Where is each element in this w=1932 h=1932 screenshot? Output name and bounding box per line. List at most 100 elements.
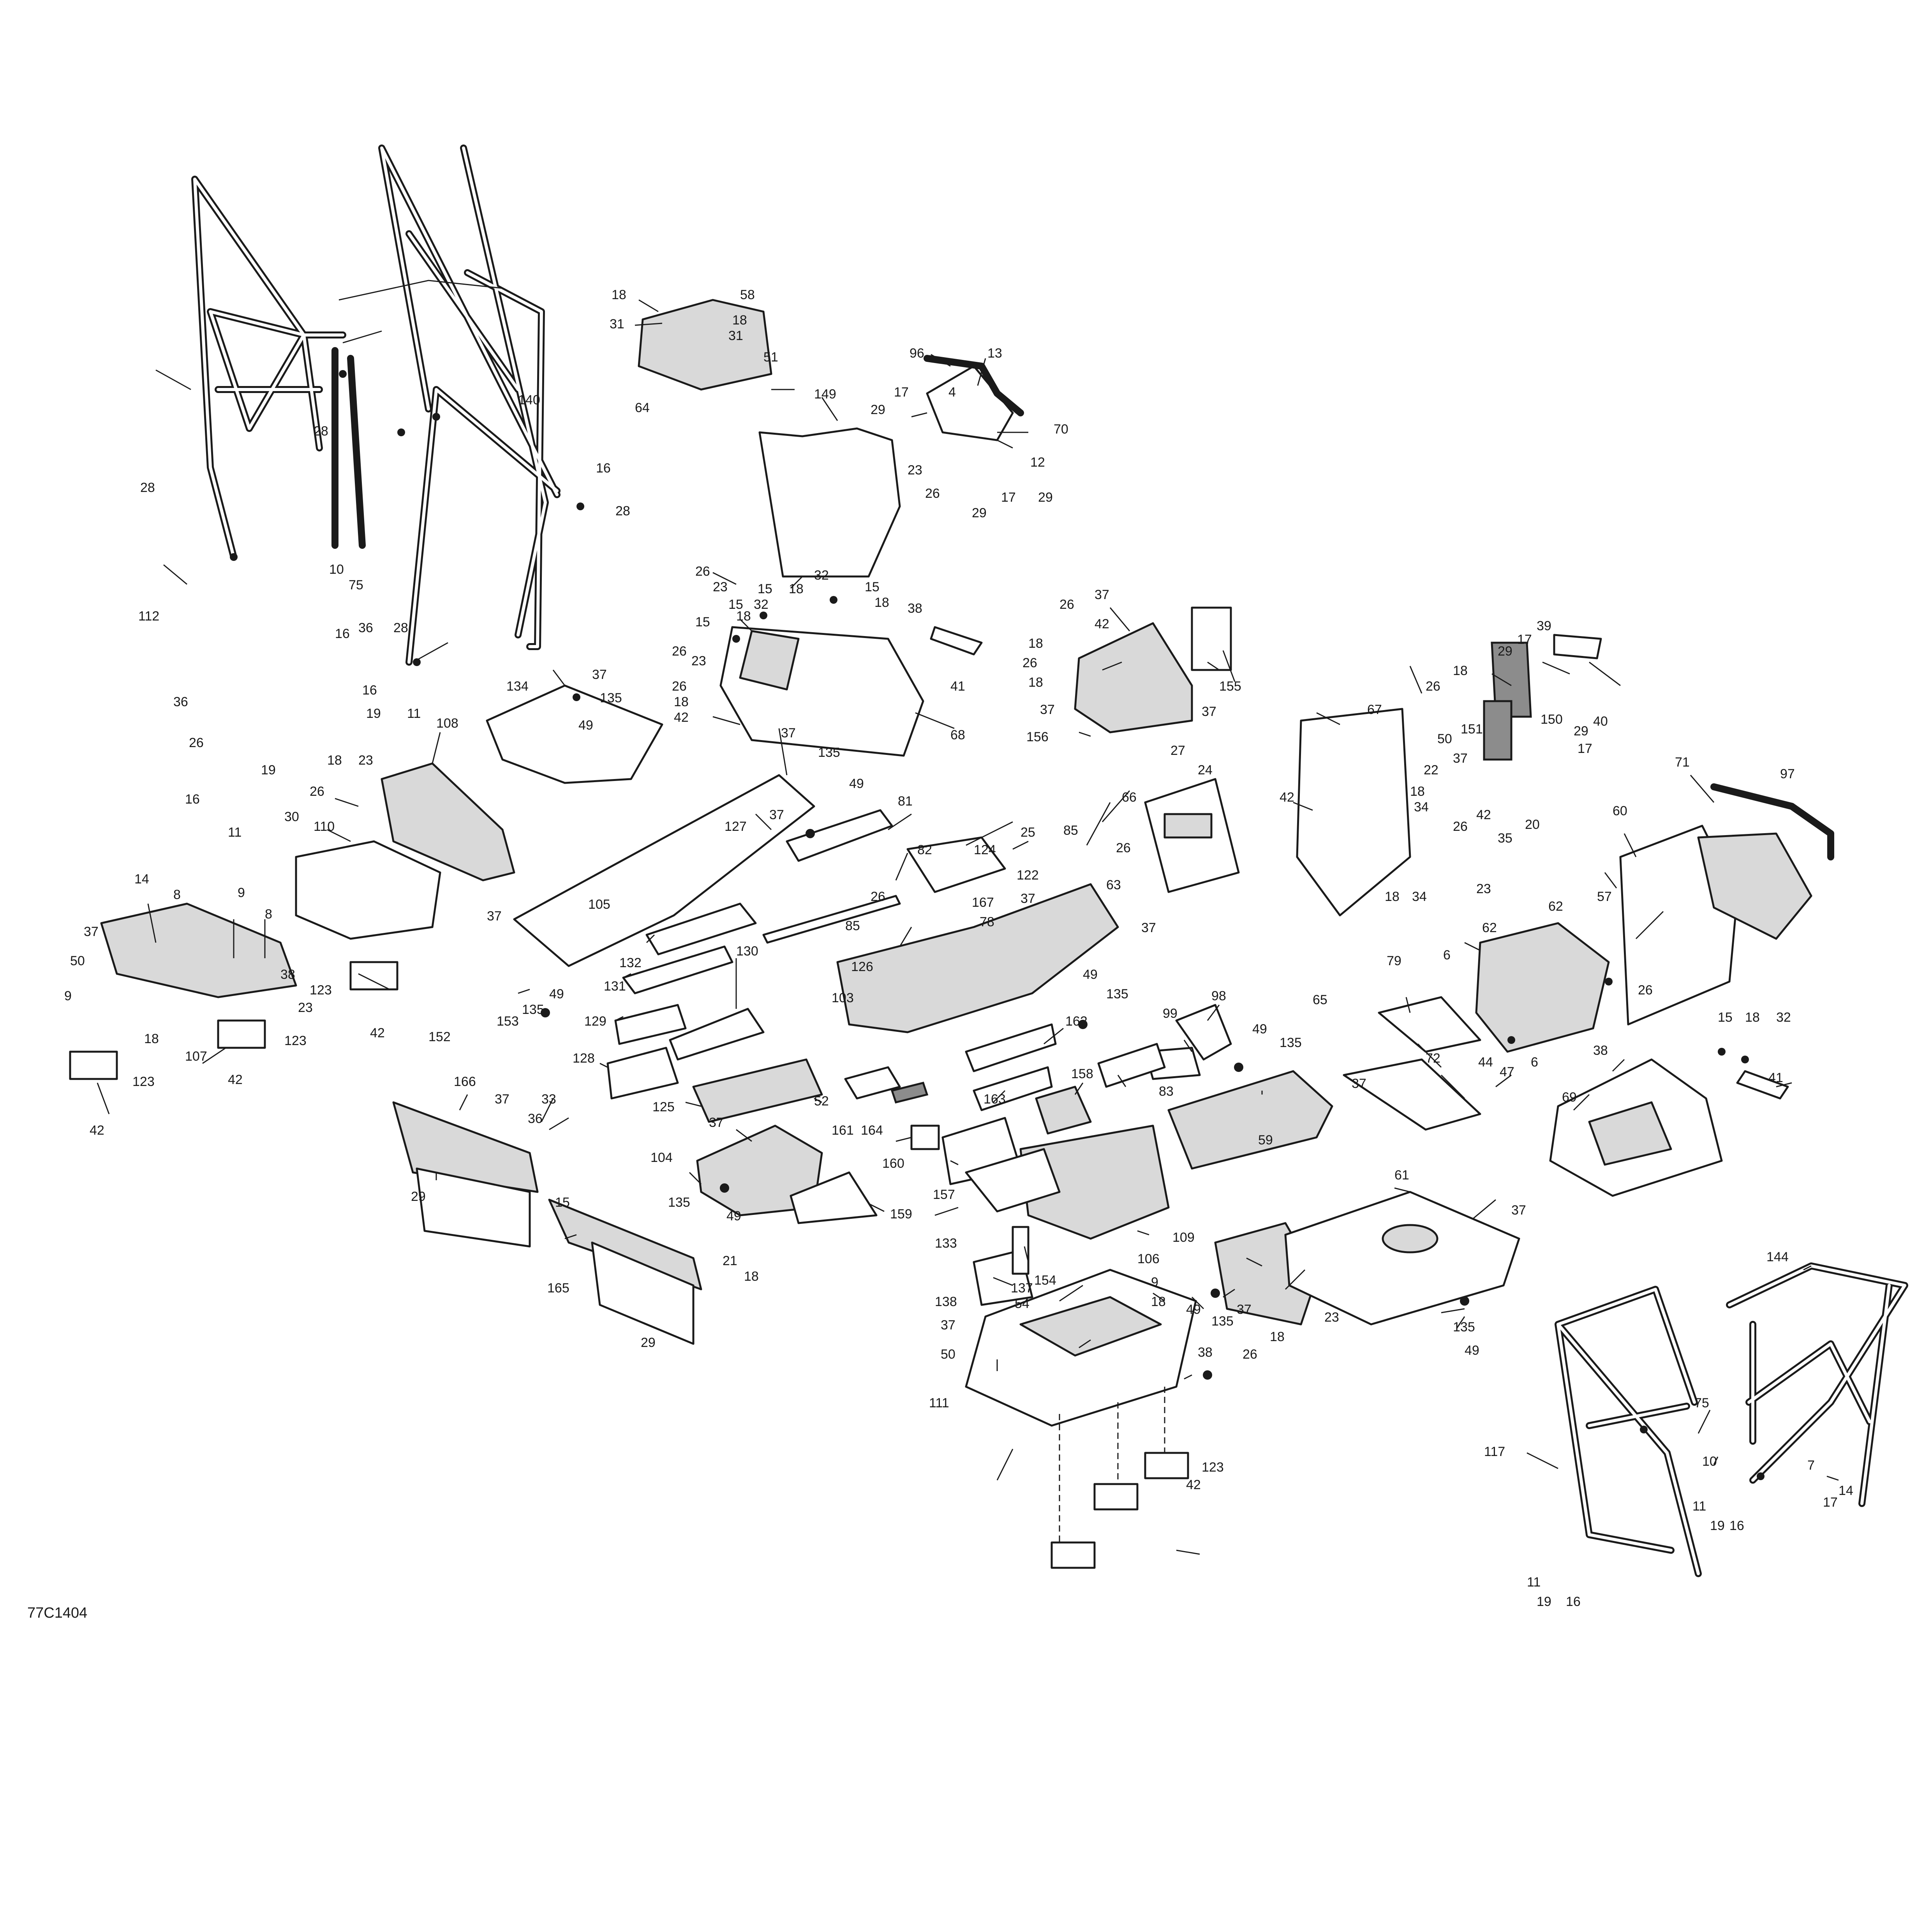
callout-64: 64 (635, 400, 650, 415)
callout-31: 31 (728, 328, 743, 343)
callout-38: 38 (1593, 1043, 1608, 1058)
callout-4: 4 (948, 385, 956, 400)
callout-37: 37 (1021, 891, 1035, 906)
callout-135: 135 (818, 745, 840, 760)
callout-14: 14 (134, 872, 149, 887)
callout-151: 151 (1461, 722, 1483, 737)
callout-69: 69 (1562, 1090, 1577, 1105)
callout-18: 18 (144, 1031, 159, 1046)
callout-17: 17 (894, 385, 909, 400)
callout-37: 37 (495, 1092, 509, 1107)
callout-85: 85 (1063, 823, 1078, 838)
callout-135: 135 (1280, 1035, 1302, 1050)
callout-11: 11 (1527, 1575, 1541, 1590)
callout-132: 132 (619, 955, 642, 970)
callout-26: 26 (1243, 1347, 1257, 1362)
part-64-dash-cover (638, 299, 772, 391)
callout-38: 38 (1198, 1345, 1213, 1360)
callout-108: 108 (436, 716, 458, 731)
callout-16: 16 (1729, 1518, 1744, 1533)
callout-138: 138 (935, 1294, 957, 1309)
callout-144: 144 (1766, 1250, 1789, 1264)
callout-28: 28 (314, 424, 328, 439)
callout-20: 20 (1525, 817, 1540, 832)
callout-42: 42 (370, 1026, 385, 1040)
callout-19: 19 (261, 763, 276, 777)
callout-36: 36 (528, 1111, 543, 1126)
callout-38: 38 (280, 967, 295, 982)
callout-42: 42 (228, 1072, 243, 1087)
callout-150: 150 (1541, 712, 1563, 727)
callout-52: 52 (814, 1094, 829, 1109)
part-83-panel (1097, 1043, 1166, 1088)
callout-18: 18 (612, 287, 626, 302)
rear-roll-cage (1555, 1262, 1908, 1577)
callout-21: 21 (723, 1253, 737, 1268)
callout-128: 128 (573, 1051, 595, 1066)
callout-70: 70 (1054, 422, 1068, 437)
callout-33: 33 (541, 1092, 556, 1107)
callout-16: 16 (1566, 1594, 1581, 1609)
callout-26: 26 (1426, 679, 1440, 694)
part-123-block (69, 1051, 118, 1080)
part-41-bar (930, 626, 983, 656)
callout-11: 11 (407, 706, 421, 721)
part-123-block (217, 1019, 266, 1049)
callout-149: 149 (814, 387, 836, 402)
callout-96: 96 (910, 346, 924, 361)
callout-135: 135 (1453, 1320, 1475, 1334)
callout-135: 135 (1211, 1314, 1234, 1329)
callout-37: 37 (709, 1115, 724, 1130)
callout-37: 37 (1511, 1203, 1526, 1218)
callout-16: 16 (335, 626, 350, 641)
callout-105: 105 (588, 897, 610, 912)
part-61-rear-floor (1284, 1191, 1520, 1326)
callout-37: 37 (1202, 704, 1216, 719)
callout-123: 123 (1202, 1460, 1224, 1475)
callout-18: 18 (789, 582, 804, 596)
callout-26: 26 (1116, 841, 1131, 855)
callout-17: 17 (1001, 490, 1016, 505)
callout-23: 23 (713, 580, 728, 594)
callout-40: 40 (1593, 714, 1608, 729)
part-123-block (349, 961, 398, 991)
part-127-frame-rail (513, 774, 815, 967)
callout-41: 41 (950, 679, 965, 694)
callout-18: 18 (1270, 1329, 1285, 1344)
callout-42: 42 (1186, 1477, 1201, 1492)
part-163-pad (973, 1066, 1053, 1111)
part-65-rail (1343, 1058, 1481, 1131)
callout-15: 15 (695, 615, 710, 629)
callout-65: 65 (1313, 992, 1327, 1007)
part-166-rear-panel (392, 1101, 539, 1193)
callout-29: 29 (1498, 644, 1512, 659)
part-82-strip (762, 895, 901, 944)
callout-72: 72 (1426, 1051, 1440, 1066)
callout-12: 12 (1030, 455, 1045, 470)
callout-135: 135 (1106, 987, 1128, 1001)
part-81-strip (786, 809, 893, 862)
part-124-cupholder (906, 836, 1006, 893)
callout-labels: 96 13 17 4 70 29 23 12 26 29 17 29 18 58… (64, 287, 1853, 1609)
diagram-reference-code: 77C1404 (27, 1605, 87, 1621)
part-133-panel (965, 1148, 1061, 1213)
callout-15: 15 (758, 582, 772, 596)
callout-6: 6 (1531, 1055, 1538, 1070)
callout-47: 47 (1500, 1065, 1514, 1079)
callout-165: 165 (547, 1281, 569, 1296)
callout-50: 50 (941, 1347, 955, 1362)
callout-37: 37 (769, 807, 784, 822)
callout-37: 37 (941, 1318, 955, 1333)
part-79-rail (1378, 996, 1481, 1053)
callout-111: 111 (929, 1396, 949, 1410)
callout-152: 152 (428, 1029, 451, 1044)
callout-26: 26 (1453, 819, 1468, 834)
callout-49: 49 (1083, 967, 1098, 982)
callout-63: 63 (1106, 878, 1121, 892)
callout-71: 71 (1675, 755, 1690, 770)
callout-99: 99 (1163, 1006, 1178, 1021)
callout-37: 37 (1237, 1302, 1252, 1317)
callout-42: 42 (1095, 617, 1109, 631)
callout-123: 123 (132, 1074, 155, 1089)
part-128-pad (606, 1047, 679, 1100)
